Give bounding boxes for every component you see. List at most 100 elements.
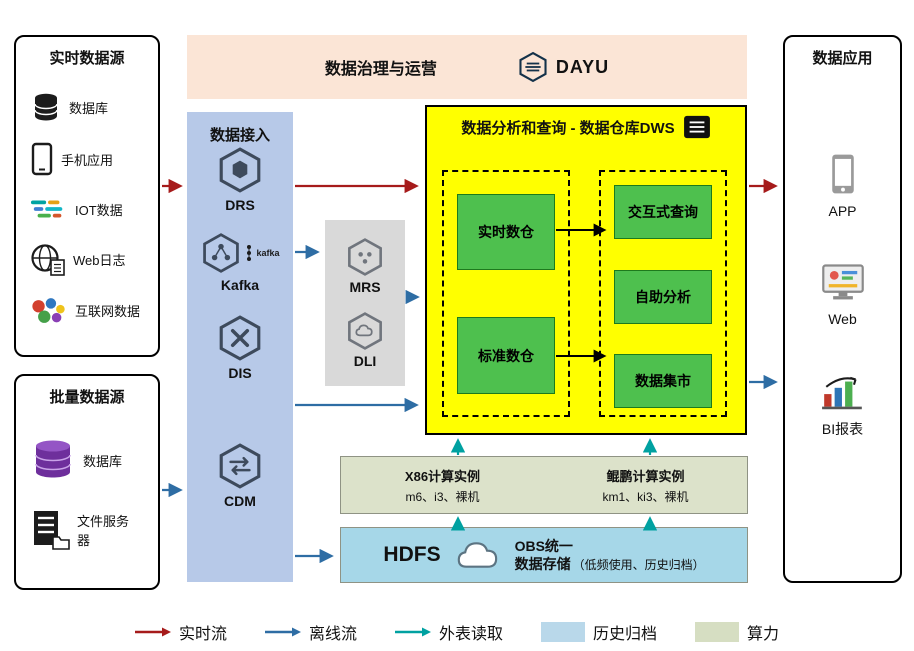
cdm-hexagon-icon	[216, 442, 264, 490]
batch-sources-title: 批量数据源	[49, 389, 125, 406]
realtime-sources-list: 数据库 手机应用	[16, 68, 158, 355]
dws-database-icon	[683, 115, 711, 139]
app-item-bi: BI报表	[785, 372, 900, 439]
source-label: IOT数据	[75, 202, 123, 218]
legend-compute: 算力	[695, 620, 779, 644]
batch-sources-panel: 批量数据源 数据库	[14, 374, 160, 590]
kunpeng-title: 鲲鹏计算实例	[606, 468, 685, 484]
database-purple-icon	[30, 438, 76, 482]
service-cdm: CDM	[187, 442, 293, 509]
ingest-title: 数据接入	[209, 127, 270, 144]
service-label: DLI	[353, 353, 377, 370]
batch-sources-list: 数据库 文件服务器	[16, 407, 158, 588]
phone-icon	[30, 142, 54, 176]
source-label: 数据库	[69, 100, 109, 116]
obs-text: OBS统一 数据存储 （低频使用、历史归档）	[515, 537, 705, 574]
file-server-icon	[30, 509, 70, 551]
storage-strip: HDFS OBS统一 数据存储 （低频使用、历史归档）	[340, 527, 748, 583]
legend-label: 实时流	[178, 626, 227, 643]
legend-label: 外表读取	[438, 626, 503, 643]
app-phone-icon	[829, 152, 857, 196]
app-label: APP	[828, 203, 857, 219]
legend-label: 历史归档	[593, 626, 658, 643]
source-label: 数据库	[83, 453, 123, 469]
service-mrs: MRS	[345, 237, 385, 295]
legend-archive: 历史归档	[541, 620, 657, 644]
obs-line2: 数据存储	[514, 555, 571, 572]
service-drs: DRS	[187, 146, 293, 213]
drs-hexagon-icon	[216, 146, 264, 194]
obs-line1: OBS统一	[514, 537, 573, 554]
source-label: 文件服务器	[77, 514, 130, 548]
obs-cloud-icon	[455, 539, 501, 571]
dws-title: 数据分析和查询 - 数据仓库DWS	[461, 119, 675, 137]
realtime-sources-panel: 实时数据源 数据库	[14, 35, 160, 357]
box-data-mart: 数据集市	[614, 354, 712, 408]
source-item-mobile: 手机应用	[20, 142, 154, 176]
box-realtime-warehouse: 实时数仓	[457, 194, 555, 270]
app-item-web: Web	[785, 262, 900, 327]
box-standard-warehouse: 标准数仓	[457, 317, 555, 394]
box-interactive-query: 交互式查询	[614, 185, 712, 239]
kafka-icon-row: kafka	[200, 232, 280, 274]
legend-label: 离线流	[308, 626, 357, 643]
realtime-arrow-icon	[134, 626, 171, 638]
x86-compute: X86计算实例 m6、i3、裸机	[341, 457, 544, 513]
kafka-wordmark: kafka	[256, 248, 280, 258]
source-label: 互联网数据	[75, 304, 141, 320]
apps-title: 数据应用	[812, 50, 873, 67]
service-dli: DLI	[345, 311, 385, 369]
web-log-icon	[30, 243, 66, 277]
web-app-icon	[820, 262, 866, 304]
source-item-iot: IOT数据	[20, 195, 154, 223]
middleware-box: MRS DLI	[325, 220, 405, 386]
legend-offline: 离线流	[264, 620, 357, 644]
archive-swatch	[541, 622, 585, 642]
analysis-group	[599, 170, 727, 417]
service-label: Kafka	[220, 277, 260, 293]
service-kafka: kafka Kafka	[187, 232, 293, 293]
kafka-hexagon-icon	[200, 232, 242, 274]
compute-swatch	[695, 622, 740, 642]
service-label: DRS	[225, 197, 255, 213]
kafka-logo-icon	[244, 244, 254, 262]
kunpeng-compute: 鲲鹏计算实例 km1、ki3、裸机	[544, 457, 747, 513]
service-label: CDM	[224, 493, 256, 509]
legend-external: 外表读取	[394, 620, 503, 644]
warehouse-group	[442, 170, 570, 417]
source-item-internet: 互联网数据	[20, 296, 154, 326]
service-label: MRS	[349, 278, 381, 295]
dis-hexagon-icon	[216, 314, 264, 362]
legend-label: 算力	[747, 626, 780, 643]
governance-title: 数据治理与运营	[324, 61, 437, 78]
source-label: Web日志	[73, 253, 126, 269]
mrs-hexagon-icon	[345, 237, 385, 277]
database-icon	[30, 91, 62, 123]
source-item-fileserver: 文件服务器	[20, 509, 154, 551]
box-self-analysis: 自助分析	[614, 270, 712, 324]
hdfs-label: HDFS	[383, 543, 441, 566]
app-label: Web	[828, 311, 857, 327]
governance-bar: 数据治理与运营 DAYU	[187, 35, 747, 99]
legend: 实时流 离线流 外表读取 历史归档	[0, 620, 914, 644]
app-item-app: APP	[785, 152, 900, 219]
app-label: BI报表	[821, 421, 864, 437]
source-label: 手机应用	[61, 152, 114, 168]
realtime-sources-title: 实时数据源	[49, 50, 125, 67]
service-dis: DIS	[187, 314, 293, 381]
external-arrow-icon	[394, 626, 431, 638]
apps-panel: 数据应用 APP	[783, 35, 902, 583]
dws-title-row: 数据分析和查询 - 数据仓库DWS	[427, 107, 745, 139]
x86-title: X86计算实例	[404, 468, 481, 484]
dli-hexagon-icon	[345, 311, 385, 351]
obs-note: （低频使用、历史归档）	[572, 557, 705, 572]
source-item-database: 数据库	[20, 91, 154, 123]
x86-subtitle: m6、i3、裸机	[405, 489, 480, 504]
internet-data-icon	[30, 296, 68, 326]
legend-realtime: 实时流	[134, 620, 227, 644]
ingest-column: 数据接入 DRS	[187, 112, 293, 582]
dayu-logo-text: DAYU	[555, 56, 610, 77]
kunpeng-subtitle: km1、ki3、裸机	[602, 489, 689, 504]
offline-arrow-icon	[264, 626, 301, 638]
